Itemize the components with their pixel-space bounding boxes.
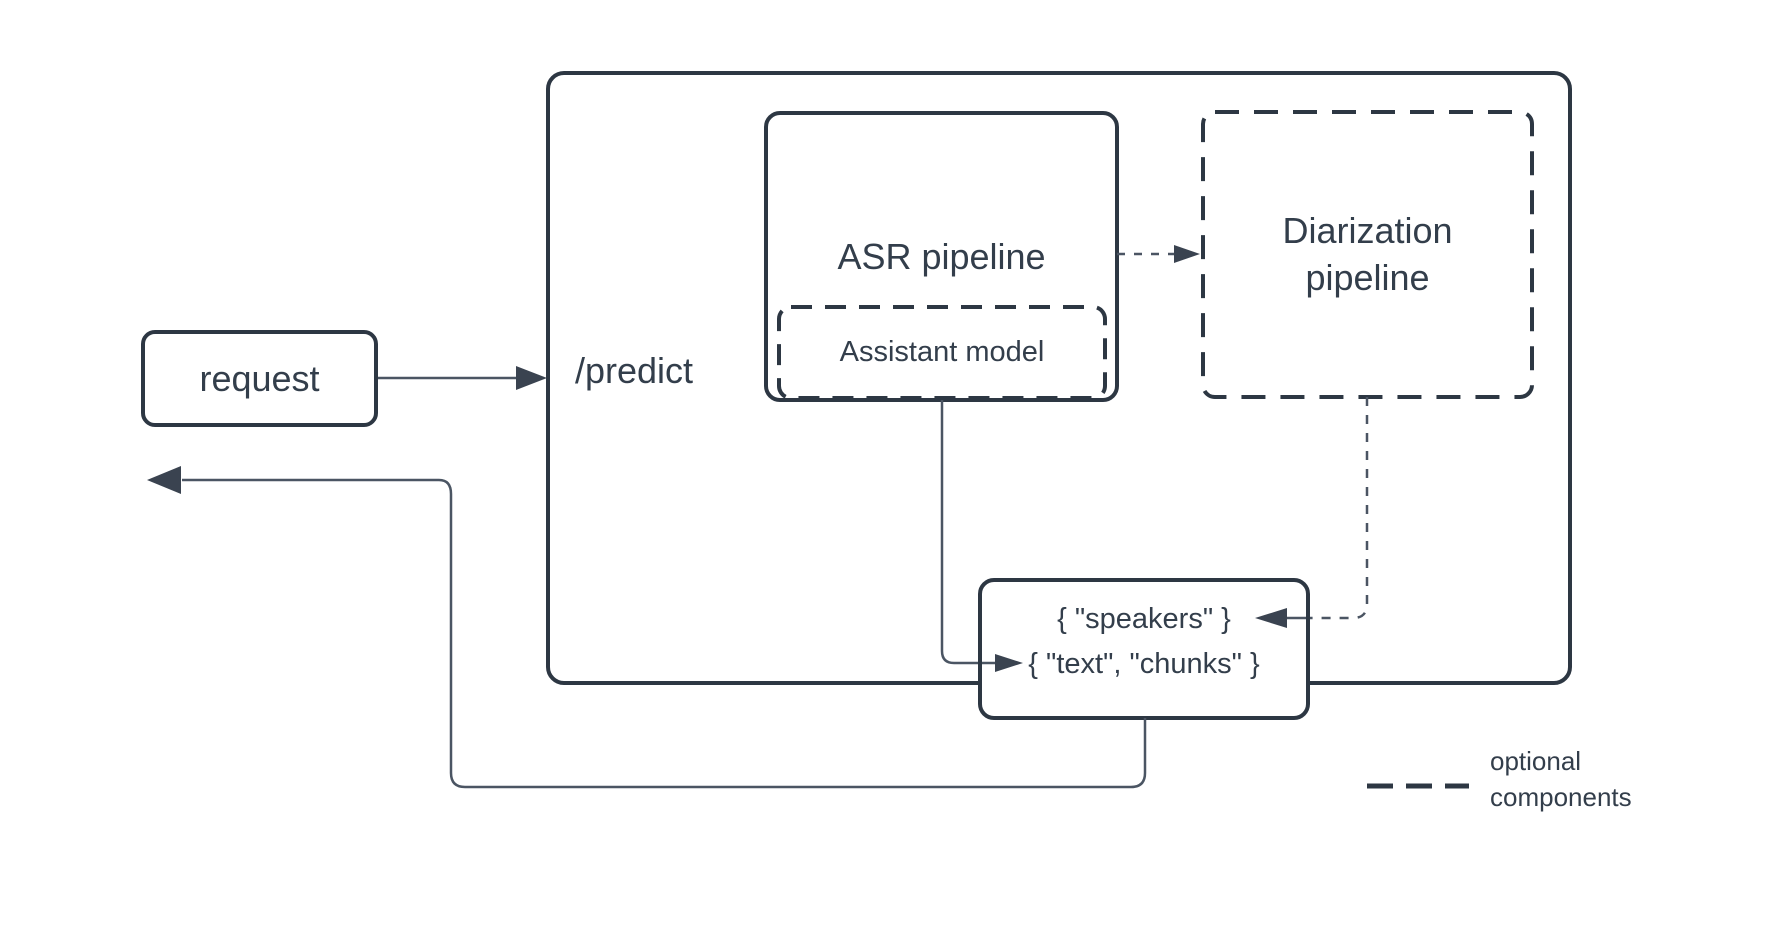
request-box (141, 330, 378, 427)
assistant-model-box (777, 305, 1107, 400)
request-to-predict-arrowhead (516, 366, 547, 390)
output-to-request-return-arrowhead (147, 466, 181, 494)
diarization-to-output-connector (1300, 397, 1369, 620)
predict-endpoint-label: /predict (575, 350, 694, 391)
asr-to-output-connector (940, 400, 984, 665)
legend-label: optional components (1490, 746, 1632, 812)
diarization-pipeline-label: Diarization pipeline (1203, 112, 1532, 397)
assistant-model-label: Assistant model (839, 336, 1045, 368)
asr-to-diarization-arrowhead (1174, 245, 1200, 263)
output-text-chunks-line: { "text", "chunks" } (1028, 648, 1260, 680)
asr-pipeline-label: ASR pipeline (837, 235, 1046, 277)
output-to-request-return-line (182, 478, 1147, 789)
asr-to-output-arrowhead (995, 654, 1023, 672)
output-payload-label: { "speakers" } { "text", "chunks" } (980, 580, 1308, 718)
diarization-to-output-arrowhead (1255, 608, 1287, 628)
output-speakers-line: { "speakers" } (1057, 603, 1231, 635)
diarization-pipeline-label-text: Diarization pipeline (1282, 209, 1453, 298)
request-label: request (199, 357, 320, 399)
